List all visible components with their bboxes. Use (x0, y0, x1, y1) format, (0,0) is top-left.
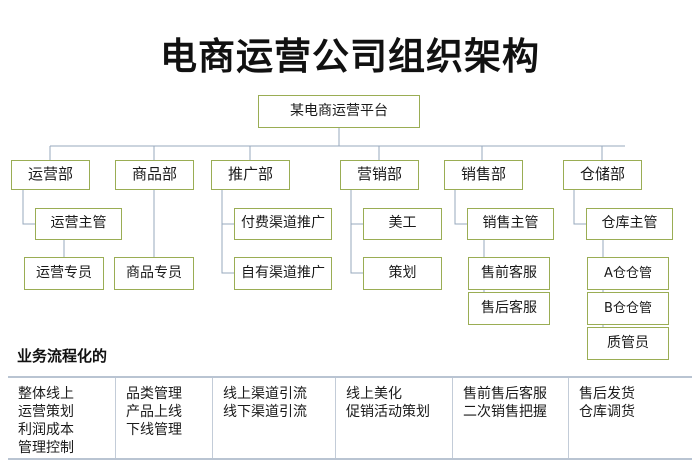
process-cell-promotion: 线上渠道引流 线下渠道引流 (213, 378, 336, 458)
org-node-warehouse-supervisor[interactable]: 仓库主管 (586, 208, 673, 240)
org-node-presales-service[interactable]: 售前客服 (468, 257, 550, 290)
org-node-department-marketing[interactable]: 营销部 (340, 160, 419, 190)
process-cell-merchandise: 品类管理 产品上线 下线管理 (116, 378, 213, 458)
org-node-owned-channel-promotion[interactable]: 自有渠道推广 (234, 257, 332, 290)
org-node-root[interactable]: 某电商运营平台 (258, 95, 420, 128)
org-node-merchandise-specialist[interactable]: 商品专员 (114, 257, 194, 290)
org-node-operations-specialist[interactable]: 运营专员 (24, 257, 104, 290)
org-node-department-operations[interactable]: 运营部 (11, 160, 90, 190)
process-section-heading: 业务流程化的 (17, 347, 108, 365)
org-node-operations-supervisor[interactable]: 运营主管 (35, 208, 122, 240)
process-cell-operations: 整体线上 运营策划 利润成本 管理控制 (8, 378, 116, 458)
process-cell-marketing: 线上美化 促销活动策划 (336, 378, 453, 458)
org-node-paid-channel-promotion[interactable]: 付费渠道推广 (234, 208, 332, 240)
process-cell-warehouse: 售后发货 仓库调货 (579, 387, 635, 420)
org-node-quality-inspector[interactable]: 质管员 (587, 327, 669, 360)
org-node-department-warehouse[interactable]: 仓储部 (563, 160, 642, 190)
process-table: 整体线上 运营策划 利润成本 管理控制 品类管理 产品上线 下线管理 线上渠道引… (8, 376, 692, 460)
org-node-department-promotion[interactable]: 推广部 (211, 160, 290, 190)
page-title: 电商运营公司组织架构 (160, 35, 540, 78)
process-cell-sales: 售前售后客服 二次销售把握 (453, 378, 569, 458)
org-node-aftersales-service[interactable]: 售后客服 (468, 292, 550, 325)
org-node-warehouse-b-keeper[interactable]: B仓仓管 (587, 292, 669, 325)
org-node-warehouse-a-keeper[interactable]: A仓仓管 (587, 257, 669, 290)
org-node-planner[interactable]: 策划 (363, 257, 442, 290)
org-node-graphic-designer[interactable]: 美工 (363, 208, 442, 240)
org-node-sales-supervisor[interactable]: 销售主管 (467, 208, 554, 240)
org-node-department-sales[interactable]: 销售部 (444, 160, 523, 190)
org-node-department-merchandise[interactable]: 商品部 (115, 160, 194, 190)
